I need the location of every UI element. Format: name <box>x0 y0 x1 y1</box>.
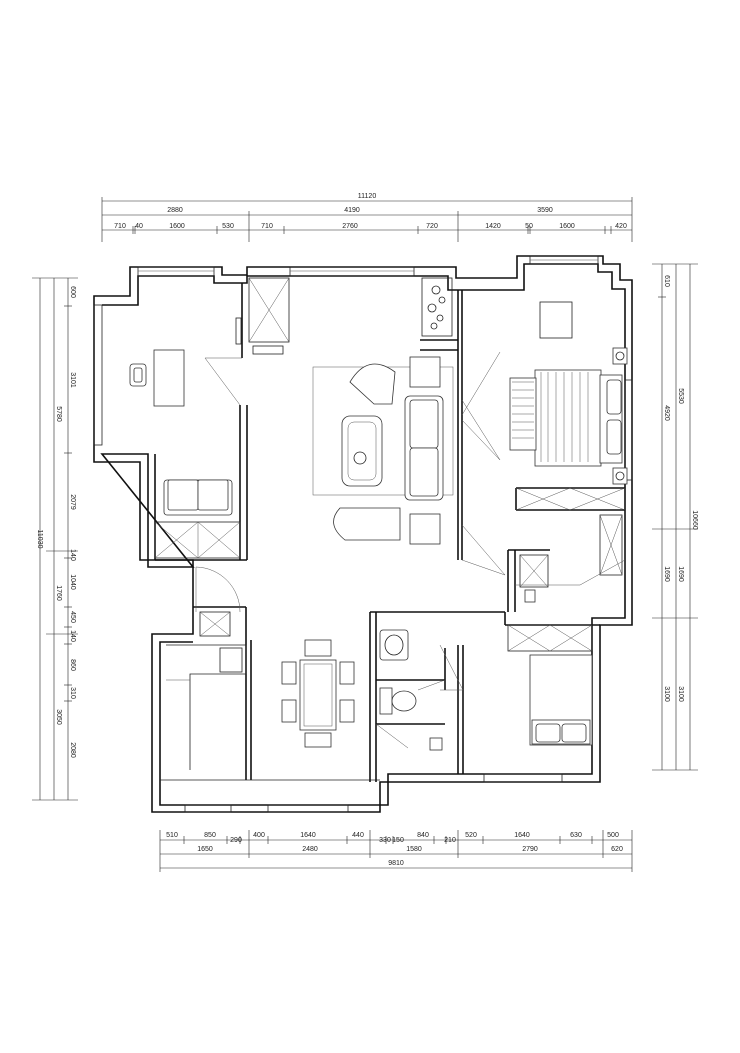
windows <box>93 255 633 813</box>
tall-cabinet <box>248 277 290 343</box>
dim-bottom-section-4: 2790 <box>522 846 538 853</box>
dim-bottom-detail-7: 330 <box>379 837 391 844</box>
dim-left-section-1: 5780 <box>55 406 62 422</box>
dim-right-section-3: 3100 <box>677 686 684 702</box>
small-bedroom <box>507 624 593 746</box>
left-dimensions: 11030 5780 1760 3050 600 3101 2079 140 1… <box>32 277 78 801</box>
nightstand-top <box>612 347 628 365</box>
dim-left-detail-7: 140 <box>69 630 76 642</box>
dim-left-detail-1: 600 <box>69 286 76 298</box>
dim-top-detail-1: 710 <box>114 223 126 230</box>
dim-bottom-detail-5: 1640 <box>300 832 316 839</box>
dim-right-detail-1: 610 <box>663 275 670 287</box>
dim-right-section-2: 1690 <box>677 566 684 582</box>
dim-bottom-detail-2: 850 <box>204 832 216 839</box>
living-room <box>248 277 454 545</box>
kitchen <box>166 611 247 770</box>
dim-left-section-3: 3050 <box>55 709 62 725</box>
dim-bottom-section-1: 1650 <box>197 846 213 853</box>
dim-right-detail-2: 4920 <box>663 405 670 421</box>
kitchen-counter <box>166 644 247 770</box>
dim-bottom-section-5: 620 <box>611 846 623 853</box>
side-table-top <box>409 356 441 388</box>
dim-right-detail-4: 3100 <box>663 686 670 702</box>
dim-bottom-detail-14: 500 <box>607 832 619 839</box>
dim-right-section-1: 5530 <box>677 388 684 404</box>
dim-top-section-3: 3590 <box>537 207 553 214</box>
dining-area <box>281 639 355 748</box>
dim-top-detail-4: 530 <box>222 223 234 230</box>
dim-left-detail-5: 1040 <box>69 574 76 590</box>
dim-bottom-detail-9: 840 <box>417 832 429 839</box>
top-dimensions: 11120 2880 4190 3590 710 40 1600 530 710… <box>101 193 633 242</box>
dim-left-detail-10: 2080 <box>69 742 76 758</box>
dim-bottom-overall: 9810 <box>388 860 404 867</box>
living-chaise <box>333 507 401 541</box>
dim-top-detail-3: 1600 <box>169 223 185 230</box>
doors <box>195 351 506 691</box>
dim-bottom-detail-6: 440 <box>352 832 364 839</box>
dim-left-detail-9: 310 <box>69 687 76 699</box>
dim-top-detail-2: 40 <box>135 223 143 230</box>
dining-table <box>299 659 337 731</box>
room-wardrobe <box>154 521 241 559</box>
dim-top-detail-11: 420 <box>615 223 627 230</box>
dim-left-detail-4: 140 <box>69 549 76 561</box>
living-coffee-table <box>341 415 383 487</box>
study-shelf <box>235 317 242 345</box>
bottom-dimensions: 510 850 290 400 1640 440 330 150 840 210… <box>159 830 633 872</box>
bathroom <box>375 629 443 751</box>
dim-bottom-detail-8: 150 <box>392 837 404 844</box>
dim-top-detail-7: 720 <box>426 223 438 230</box>
right-dimensions: 610 4920 1690 3100 5530 1690 3100 10660 <box>652 263 698 771</box>
master-bedroom <box>509 301 628 511</box>
dim-left-detail-8: 860 <box>69 659 76 671</box>
exterior-walls <box>93 255 633 813</box>
dim-bottom-detail-12: 1640 <box>514 832 530 839</box>
dim-top-detail-5: 710 <box>261 223 273 230</box>
dim-left-detail-3: 2079 <box>69 494 76 510</box>
dim-bottom-detail-11: 520 <box>465 832 477 839</box>
fridge-cabinet <box>199 611 231 637</box>
dim-right-detail-3: 1690 <box>663 566 670 582</box>
dim-bottom-detail-4: 400 <box>253 832 265 839</box>
dim-left-detail-2: 3101 <box>69 372 76 388</box>
shower <box>429 737 443 751</box>
study-desk <box>153 349 185 407</box>
dim-top-section-1: 2880 <box>167 207 183 214</box>
bathroom-sink <box>379 629 409 661</box>
living-armchair <box>349 363 396 405</box>
side-table-bottom <box>409 513 441 545</box>
dim-bottom-section-2: 2480 <box>302 846 318 853</box>
decor-plant <box>421 277 453 337</box>
dim-top-detail-6: 2760 <box>342 223 358 230</box>
wardrobe-doors <box>515 487 626 511</box>
master-bed <box>534 369 602 467</box>
tv-cabinet <box>539 301 573 339</box>
dim-top-overall: 11120 <box>358 193 377 200</box>
ensuite-area <box>515 514 626 603</box>
dim-bottom-detail-10: 210 <box>444 837 456 844</box>
small-bedroom-wardrobe <box>507 624 593 652</box>
secondary-room <box>154 479 241 559</box>
dim-bottom-detail-13: 630 <box>570 832 582 839</box>
dim-bottom-detail-3: 290 <box>230 837 242 844</box>
dim-top-detail-8: 1420 <box>485 223 501 230</box>
dim-bottom-detail-1: 510 <box>166 832 178 839</box>
dim-right-overall: 10660 <box>691 510 698 530</box>
toilet <box>379 687 393 715</box>
dim-left-detail-6: 450 <box>69 611 76 623</box>
dim-top-detail-9: 50 <box>525 223 533 230</box>
dim-bottom-section-3: 1580 <box>406 846 422 853</box>
nightstand-bottom <box>612 467 628 485</box>
dim-top-detail-10: 1600 <box>559 223 575 230</box>
dim-left-section-2: 1760 <box>55 585 62 601</box>
dim-left-overall: 11030 <box>36 530 43 549</box>
study-room <box>129 317 242 407</box>
dim-top-section-2: 4190 <box>344 207 360 214</box>
